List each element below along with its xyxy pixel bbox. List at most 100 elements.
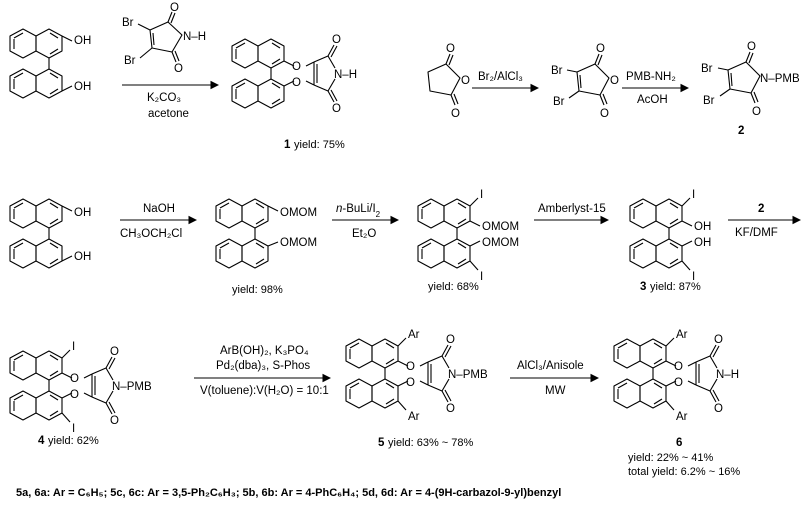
compound-1-label: 1 — [284, 139, 291, 151]
binol-structure-1: OH OH — [9, 28, 91, 99]
compound-1-yield: yield: 75% — [294, 139, 345, 151]
compound-3-yield: yield: 87% — [650, 281, 701, 293]
o-label: O — [292, 77, 301, 89]
o-label: O — [406, 377, 415, 389]
o-label: O — [446, 334, 455, 346]
omom-label: OMOM — [482, 237, 519, 249]
dibromomaleimide-structure: Br Br O O N–H — [122, 2, 206, 75]
o-label: O — [674, 377, 683, 389]
oh-label: OH — [694, 221, 711, 233]
compound-4-yield: yield: 62% — [48, 435, 99, 447]
br-label: Br — [553, 96, 565, 108]
mom-binol-yield: yield: 98% — [232, 284, 283, 296]
reagent-acetone: acetone — [148, 108, 189, 120]
nh-label: N–H — [183, 31, 206, 43]
o-label: O — [714, 334, 723, 346]
iodo-mom-binol-yield: yield: 68% — [428, 281, 479, 293]
br-label: Br — [703, 95, 715, 107]
o-label: O — [110, 346, 119, 358]
i-label: I — [692, 189, 695, 201]
reagent-amberlyst: Amberlyst-15 — [538, 203, 606, 215]
compound-2-structure: Br Br O O N–PMB — [701, 41, 800, 118]
compound-6-label: 6 — [676, 437, 682, 449]
compound-6-yield: yield: 22% ~ 41% — [628, 452, 714, 464]
nh-label: N–H — [716, 369, 739, 381]
ar-label: Ar — [676, 411, 688, 423]
o-label: O — [332, 34, 341, 46]
reagent-solvent-ratio: V(toluene):V(H₂O) = 10:1 — [200, 385, 329, 397]
o-label: O — [600, 108, 609, 120]
ar-label: Ar — [408, 329, 420, 341]
reagent-k2co3: K₂CO₃ — [147, 92, 181, 104]
o-label: O — [451, 108, 460, 120]
i-label: I — [480, 189, 483, 201]
succinic-anhydride-structure: O O O — [427, 43, 470, 120]
o-label: O — [174, 63, 183, 75]
compound-5-yield: yield: 63% ~ 78% — [388, 437, 474, 449]
o-label: O — [292, 61, 301, 73]
reagent-pd-sphos: Pd₂(dba)₃, S-Phos — [216, 360, 310, 372]
o-label: O — [70, 373, 79, 385]
o-label: O — [110, 415, 119, 427]
reagent-momcl: CH₃OCH₂Cl — [120, 228, 182, 240]
br-label: Br — [551, 65, 563, 77]
reagent-naoh: NaOH — [143, 203, 175, 215]
compound-1-structure: O O O O N–H — [231, 34, 357, 115]
reagent-arboh2-k3po4: ArB(OH)₂, K₃PO₄ — [220, 345, 309, 357]
reagent-br2-alcl3: Br₂/AlCl₃ — [478, 71, 523, 83]
i-label: I — [72, 423, 75, 435]
binol-structure-2: OH OH — [9, 198, 91, 269]
npmb-label: N–PMB — [760, 73, 800, 85]
o-label: O — [170, 2, 179, 14]
o-label: O — [446, 403, 455, 415]
footnote: 5a, 6a: Ar = C₆H₅; 5c, 6c: Ar = 3,5-Ph₂C… — [16, 487, 561, 499]
br-label: Br — [701, 63, 713, 75]
o-label: O — [610, 75, 619, 87]
compound-3-label: 3 — [640, 281, 646, 293]
br-label: Br — [122, 17, 134, 29]
compound-2-label: 2 — [738, 125, 744, 137]
omom-label: OMOM — [280, 207, 317, 219]
oh-label: OH — [74, 35, 91, 47]
oh-label: OH — [74, 251, 91, 263]
reagent-alcl3-anisole: AlCl₃/Anisole — [517, 360, 584, 372]
o-label: O — [70, 389, 79, 401]
reagent-compound-2: 2 — [758, 203, 764, 215]
compound-6-structure: Ar Ar O O O O N–H — [613, 329, 739, 423]
o-label: O — [446, 43, 455, 55]
reagent-et2o: Et₂O — [352, 228, 376, 240]
i-label: I — [692, 271, 695, 283]
reagent-mw: MW — [545, 385, 566, 397]
reagent-kf-dmf: KF/DMF — [735, 227, 778, 239]
ar-label: Ar — [676, 329, 688, 341]
compound-6-total-yield: total yield: 6.2% ~ 16% — [628, 466, 740, 478]
dibromomaleic-anhydride-structure: Br Br O O O — [551, 43, 619, 120]
nh-label: N–H — [334, 69, 357, 81]
reagent-nbuli-i2: n-BuLi/I2 — [336, 203, 381, 219]
compound-5-label: 5 — [378, 437, 385, 449]
o-label: O — [406, 361, 415, 373]
br-label: Br — [124, 55, 136, 67]
o-label: O — [714, 403, 723, 415]
o-label: O — [674, 361, 683, 373]
iodo-mom-binol-structure: I OMOM OMOM I — [417, 189, 519, 283]
compound-4-structure: I I O O O O N–PMB — [9, 341, 152, 435]
o-label: O — [461, 75, 470, 87]
o-label: O — [752, 106, 761, 118]
oh-label: OH — [74, 207, 91, 219]
omom-label: OMOM — [280, 237, 317, 249]
i-label: I — [72, 341, 75, 353]
compound-4-label: 4 — [38, 435, 45, 447]
npmb-label: N–PMB — [448, 369, 488, 381]
i-label: I — [480, 271, 483, 283]
reagent-acoh: AcOH — [637, 94, 668, 106]
mom-binol-structure: OMOM OMOM — [215, 198, 317, 269]
ar-label: Ar — [408, 411, 420, 423]
o-label: O — [596, 43, 605, 55]
reagent-pmb-nh2: PMB-NH₂ — [626, 71, 676, 83]
omom-label: OMOM — [482, 221, 519, 233]
npmb-label: N–PMB — [112, 381, 152, 393]
compound-5-structure: Ar Ar O O O O N–PMB — [345, 329, 488, 423]
compound-3-structure: I OH OH I — [629, 189, 711, 283]
